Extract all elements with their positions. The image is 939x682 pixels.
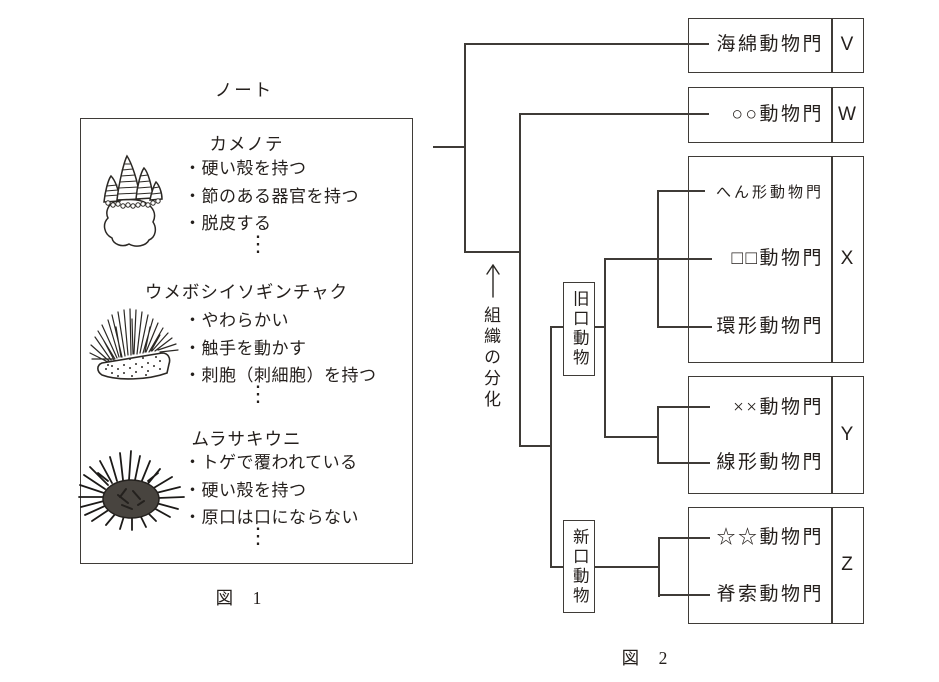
tree-line <box>657 190 705 192</box>
protostome-box: 旧口動物 <box>563 282 595 376</box>
trait-item: ・原口は口にならない <box>184 508 359 527</box>
group-letter-w: W <box>838 104 856 125</box>
tree-line <box>658 537 660 597</box>
group-box-y <box>688 376 864 494</box>
figure1-caption: 図 1 <box>215 588 263 608</box>
animal-name-umeboshi-isoginchaku: ウメボシイソギンチャク <box>144 282 349 302</box>
group-divider <box>831 18 833 73</box>
animal-name-murasaki-uni: ムラサキウニ <box>191 429 302 449</box>
tree-line <box>604 258 606 438</box>
trait-list: ・硬い殻を持つ ・節のある器官を持つ ・脱皮する <box>184 155 359 238</box>
tree-line <box>464 43 709 45</box>
tree-line <box>604 436 659 438</box>
trait-list: ・やわらかい ・触手を動かす ・刺胞（刺細胞）を持つ <box>184 307 377 390</box>
note-panel <box>80 118 413 564</box>
tree-line <box>519 113 521 447</box>
phylum-label-nematode: 線形動物門 <box>716 452 824 473</box>
group-letter-x: X <box>840 248 854 269</box>
phylum-label-porifera: 海綿動物門 <box>716 34 824 55</box>
ellipsis-mark: ⋮ <box>247 381 269 406</box>
trait-item: ・刺胞（刺細胞）を持つ <box>184 366 377 385</box>
tree-line <box>657 190 659 328</box>
tree-line <box>658 537 710 539</box>
tree-line <box>433 146 466 148</box>
figure2-caption: 図 2 <box>621 648 669 668</box>
tissue-differentiation-label: 組織の分化 <box>481 306 500 411</box>
phylum-label-blank-star: ☆☆動物門 <box>716 527 824 548</box>
tree-line <box>657 326 712 328</box>
group-box-w <box>688 87 864 143</box>
animal-name-kamenote: カメノテ <box>209 134 284 154</box>
sea-anemone-illustration <box>89 308 179 380</box>
tree-line <box>594 326 606 328</box>
ellipsis-mark: ⋮ <box>247 523 269 548</box>
goose-barnacle-illustration <box>103 154 163 247</box>
tree-line <box>657 406 710 408</box>
phylum-label-annelid: 環形動物門 <box>716 316 824 337</box>
up-arrow-icon <box>486 264 500 298</box>
trait-item: ・触手を動かす <box>184 338 307 358</box>
trait-item: ・やわらかい <box>184 311 289 330</box>
sea-urchin-illustration <box>78 450 185 531</box>
group-box-z <box>688 507 864 624</box>
trait-item: ・節のある器官を持つ <box>184 186 359 206</box>
tree-line <box>519 113 709 115</box>
protostome-label: 旧口動物 <box>570 290 590 368</box>
group-letter-y: Y <box>840 424 854 445</box>
tree-line <box>464 43 466 253</box>
trait-item: ・トゲで覆われている <box>184 453 358 472</box>
trait-item: ・硬い殻を持つ <box>184 480 307 500</box>
group-divider <box>831 507 833 624</box>
phylum-label-blank-cross: ××動物門 <box>733 397 824 418</box>
phylum-label-blank-circle: ○○動物門 <box>731 104 824 125</box>
group-box-x <box>688 156 864 363</box>
tree-line <box>550 566 564 568</box>
tree-line <box>550 326 552 568</box>
tree-line <box>658 594 710 596</box>
trait-item: ・脱皮する <box>184 214 272 233</box>
group-divider <box>831 376 833 494</box>
phylum-label-blank-square: □□動物門 <box>731 248 824 269</box>
phylum-label-flatworm: へん形動物門 <box>715 185 824 201</box>
group-box-v <box>688 18 864 73</box>
tree-line <box>594 566 660 568</box>
ellipsis-mark: ⋮ <box>247 231 269 256</box>
tree-line <box>657 462 710 464</box>
group-divider <box>831 87 833 143</box>
tree-line <box>519 445 552 447</box>
group-letter-v: V <box>840 34 854 55</box>
tree-line <box>657 406 659 464</box>
tree-line <box>464 251 521 253</box>
tree-line <box>550 326 564 328</box>
note-title: ノート <box>214 80 274 100</box>
group-divider <box>831 156 833 363</box>
phylum-label-chordate: 脊索動物門 <box>716 584 824 605</box>
deuterostome-box: 新口動物 <box>563 520 595 613</box>
group-letter-z: Z <box>841 554 853 575</box>
trait-list: ・トゲで覆われている ・硬い殻を持つ ・原口は口にならない <box>184 449 359 532</box>
deuterostome-label: 新口動物 <box>570 527 590 606</box>
trait-item: ・硬い殻を持つ <box>184 159 307 178</box>
